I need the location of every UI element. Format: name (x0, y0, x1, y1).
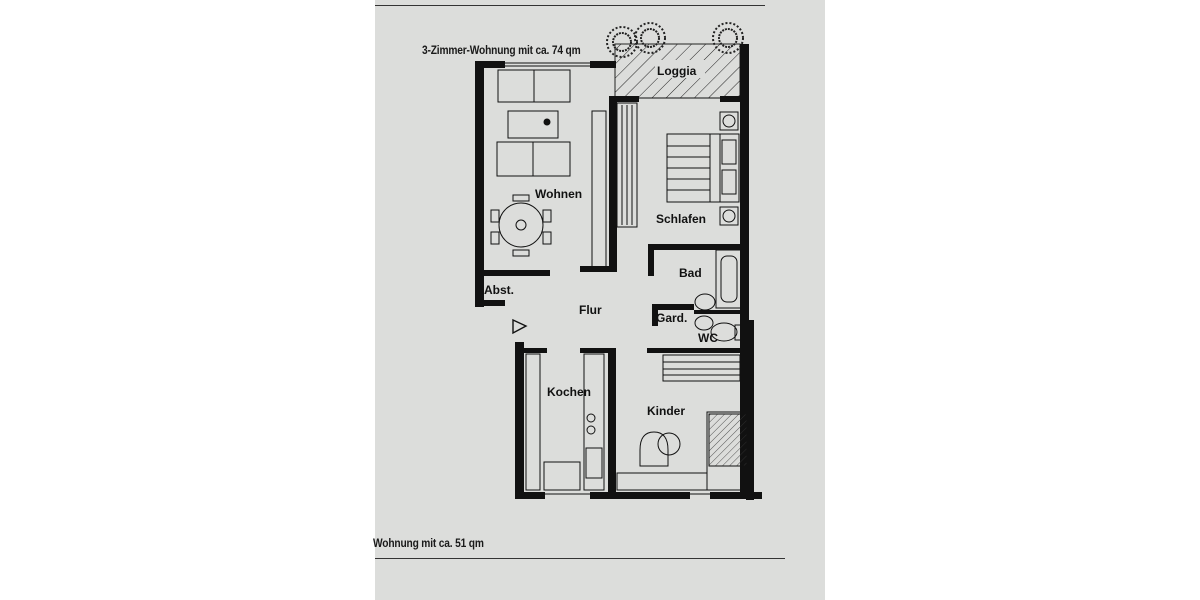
entrance-icon (512, 318, 528, 335)
label-abst: Abst. (484, 283, 514, 297)
label-flur: Flur (579, 303, 602, 317)
label-loggia: Loggia (657, 64, 697, 78)
label-gard: Gard. (656, 311, 688, 325)
label-kinder: Kinder (647, 404, 686, 418)
label-wohnen: Wohnen (535, 187, 583, 201)
footer-caption: Wohnung mit ca. 51 qm (373, 536, 484, 550)
label-bad: Bad (679, 266, 702, 280)
walls (475, 44, 762, 500)
furniture (490, 69, 750, 491)
label-wc: WC (698, 331, 718, 345)
bottom-rule (375, 558, 785, 559)
header-caption: 3-Zimmer-Wohnung mit ca. 74 qm (422, 43, 581, 57)
label-schlafen: Schlafen (656, 212, 707, 226)
label-kochen: Kochen (547, 385, 592, 399)
tree-icons (606, 22, 744, 58)
top-rule (375, 5, 765, 6)
